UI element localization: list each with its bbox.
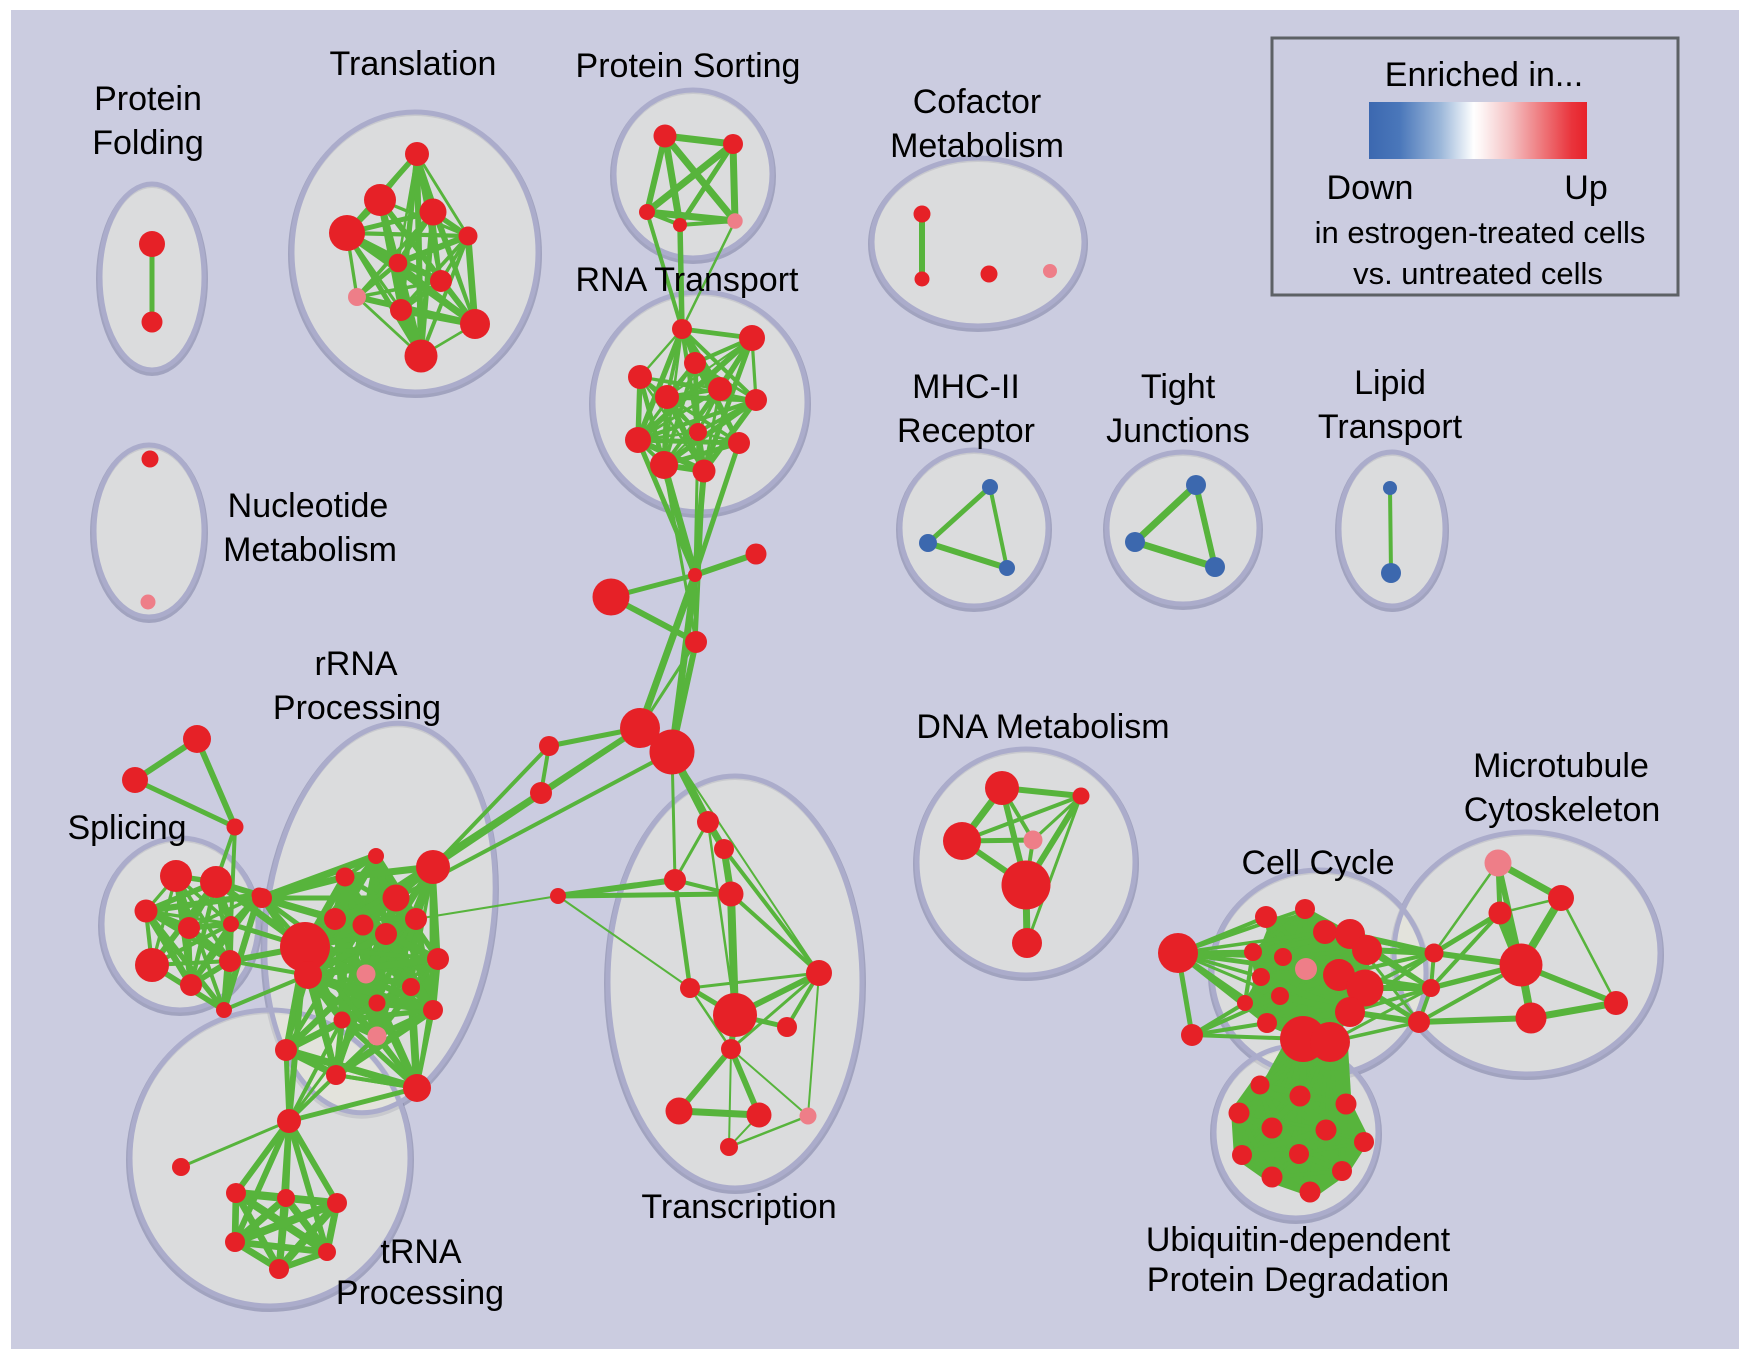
svg-text:Cell Cycle: Cell Cycle [1241,844,1394,882]
svg-text:Metabolism: Metabolism [890,127,1064,165]
svg-text:Splicing: Splicing [67,809,186,847]
svg-text:Up: Up [1564,169,1607,207]
svg-text:Protein Degradation: Protein Degradation [1147,1261,1449,1299]
svg-text:Cofactor: Cofactor [913,83,1042,121]
svg-text:tRNA: tRNA [380,1233,462,1271]
svg-text:DNA Metabolism: DNA Metabolism [916,708,1169,746]
svg-text:Processing: Processing [336,1274,504,1312]
svg-text:Cytoskeleton: Cytoskeleton [1464,791,1661,829]
svg-text:Junctions: Junctions [1106,412,1250,450]
svg-text:Enriched in...: Enriched in... [1385,56,1583,94]
svg-text:Microtubule: Microtubule [1473,747,1649,785]
svg-text:Tight: Tight [1141,368,1216,406]
svg-text:Nucleotide: Nucleotide [228,487,389,525]
svg-text:Receptor: Receptor [897,412,1035,450]
svg-text:Folding: Folding [92,124,204,162]
svg-text:in estrogen-treated cells: in estrogen-treated cells [1315,215,1646,250]
svg-text:Down: Down [1327,169,1414,207]
svg-text:Protein Sorting: Protein Sorting [576,47,801,85]
svg-text:Transcription: Transcription [641,1188,836,1226]
svg-text:Processing: Processing [273,689,441,727]
svg-text:RNA Transport: RNA Transport [576,261,800,299]
svg-text:Protein: Protein [94,80,202,118]
svg-text:vs. untreated cells: vs. untreated cells [1353,256,1603,291]
svg-text:Lipid: Lipid [1354,364,1426,402]
svg-text:Translation: Translation [330,45,497,83]
svg-text:Transport: Transport [1318,408,1463,446]
svg-text:Ubiquitin-dependent: Ubiquitin-dependent [1146,1221,1451,1259]
svg-text:rRNA: rRNA [314,645,397,683]
svg-text:Metabolism: Metabolism [223,531,397,569]
svg-text:MHC-II: MHC-II [912,368,1020,406]
